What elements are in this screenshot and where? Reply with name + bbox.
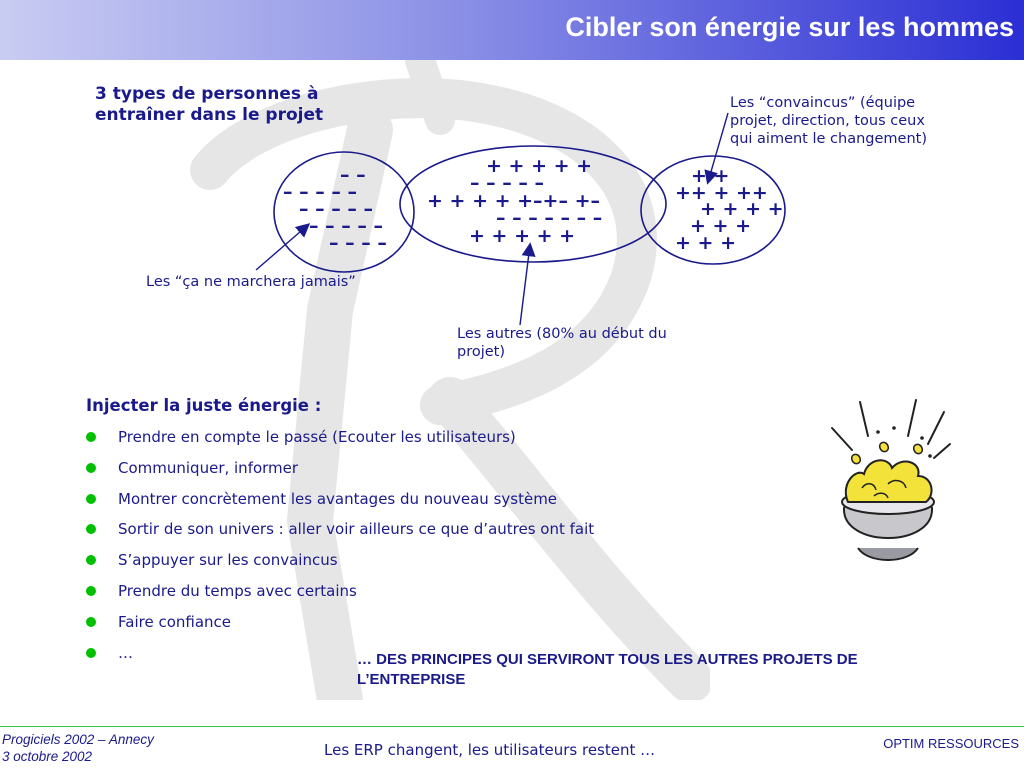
list-item: Faire confiance [86,612,594,643]
arrow-negatifs [255,223,311,271]
list-item: Sortir de son univers : aller voir aille… [86,519,594,550]
autres-row-4: – – – – – – – [496,207,602,229]
convaincus-row-3: + + + + [700,198,784,220]
negatifs-row-4: – – – – – [309,215,383,237]
bullet-icon [86,432,96,442]
label-convaincus-line-1: Les “convaincus” (équipe [730,95,916,111]
negatifs-row-5: – – – – [329,232,387,254]
label-autres: Les autres (80% au début du projet) [457,325,667,361]
label-convaincus-line-3: qui aiment le changement) [730,131,927,147]
conclusion-line-1: … DES PRINCIPES QUI SERVIRONT TOUS LES A… [357,651,858,668]
list-item-text: S’appuyer sur les convaincus [118,551,338,570]
autres-row-3: + + + + +–+– +– [427,190,600,212]
people-groups-diagram: – – – – – – – – – – – – – – – – – – – – … [255,112,786,326]
convaincus-row-2: ++ + ++ [675,182,768,204]
negatifs-row-2: – – – – – [283,181,357,203]
list-item: Communiquer, informer [86,458,594,489]
actions-list: Prendre en compte le passé (Ecouter les … [86,427,594,673]
list-item-text: Montrer concrètement les avantages du no… [118,489,558,508]
subtitle-line-2: entraîner dans le projet [95,105,324,125]
diagram-subtitle: 3 types de personnes à entraîner dans le… [95,84,395,126]
list-item-text: Prendre du temps avec certains [118,581,357,600]
bullet-icon [86,555,96,566]
bullet-icon [86,462,96,473]
label-autres-line-2: projet) [457,344,506,360]
subtitle-line-1: 3 types de personnes à [95,84,319,104]
footer-event-info: Progiciels 2002 – Annecy 3 octobre 2002 [2,731,154,765]
footer-tagline: Les ERP changent, les utilisateurs reste… [324,741,656,759]
label-autres-line-1: Les autres (80% au début du [457,326,667,342]
list-item-text: … [118,643,133,662]
list-item-text: Communiquer, informer [118,458,299,477]
group-autres-ellipse [399,145,667,263]
group-convaincus-ellipse [640,155,786,265]
list-item: Prendre en compte le passé (Ecouter les … [86,427,594,458]
list-item: Prendre du temps avec certains [86,581,594,612]
slide-title: Cibler son énergie sur les hommes [565,12,1014,42]
negatifs-row-3: – – – – – [299,198,373,220]
list-item: … [86,643,594,674]
convaincus-row-5: + + + [675,232,736,254]
actions-heading: Injecter la juste énergie : [86,396,322,415]
footer-event-name: Progiciels 2002 – Annecy [2,732,154,747]
list-item: S’appuyer sur les convaincus [86,550,594,581]
bullet-icon [86,585,96,596]
arrow-convaincus [704,112,729,185]
conclusion-line-2: L’ENTREPRISE [357,671,466,688]
list-item-text: Faire confiance [118,612,231,631]
negatifs-row-1: – – [340,164,366,186]
autres-row-5: + + + + + [469,225,575,247]
list-item: Montrer concrètement les avantages du no… [86,489,594,520]
conclusion-text: … DES PRINCIPES QUI SERVIRONT TOUS LES A… [357,650,1007,690]
group-negatifs-ellipse [273,151,415,273]
footer-event-date: 3 octobre 2002 [2,749,93,764]
label-negatifs: Les “ça ne marchera jamais” [146,274,356,290]
bullet-icon [86,616,96,627]
bullet-icon [86,524,96,535]
arrow-autres [519,242,536,326]
label-convaincus-line-2: projet, direction, tous ceux [730,113,925,129]
footer-divider [0,726,1024,727]
bullet-icon [86,493,96,504]
footer-company: OPTIM RESSOURCES [883,736,1019,751]
autres-row-1: + + + + + [486,155,592,177]
title-bar: Cibler son énergie sur les hommes [0,0,1024,60]
list-item-text: Prendre en compte le passé (Ecouter les … [118,428,516,446]
boiling-pot-illustration [831,399,951,561]
bullet-icon [86,647,96,658]
watermark-logo [190,60,710,700]
list-item-text: Sortir de son univers : aller voir aille… [118,520,595,539]
autres-row-2: – – – – – [470,172,544,194]
label-convaincus: Les “convaincus” (équipe projet, directi… [730,94,927,148]
convaincus-row-4: + + + [690,215,751,237]
